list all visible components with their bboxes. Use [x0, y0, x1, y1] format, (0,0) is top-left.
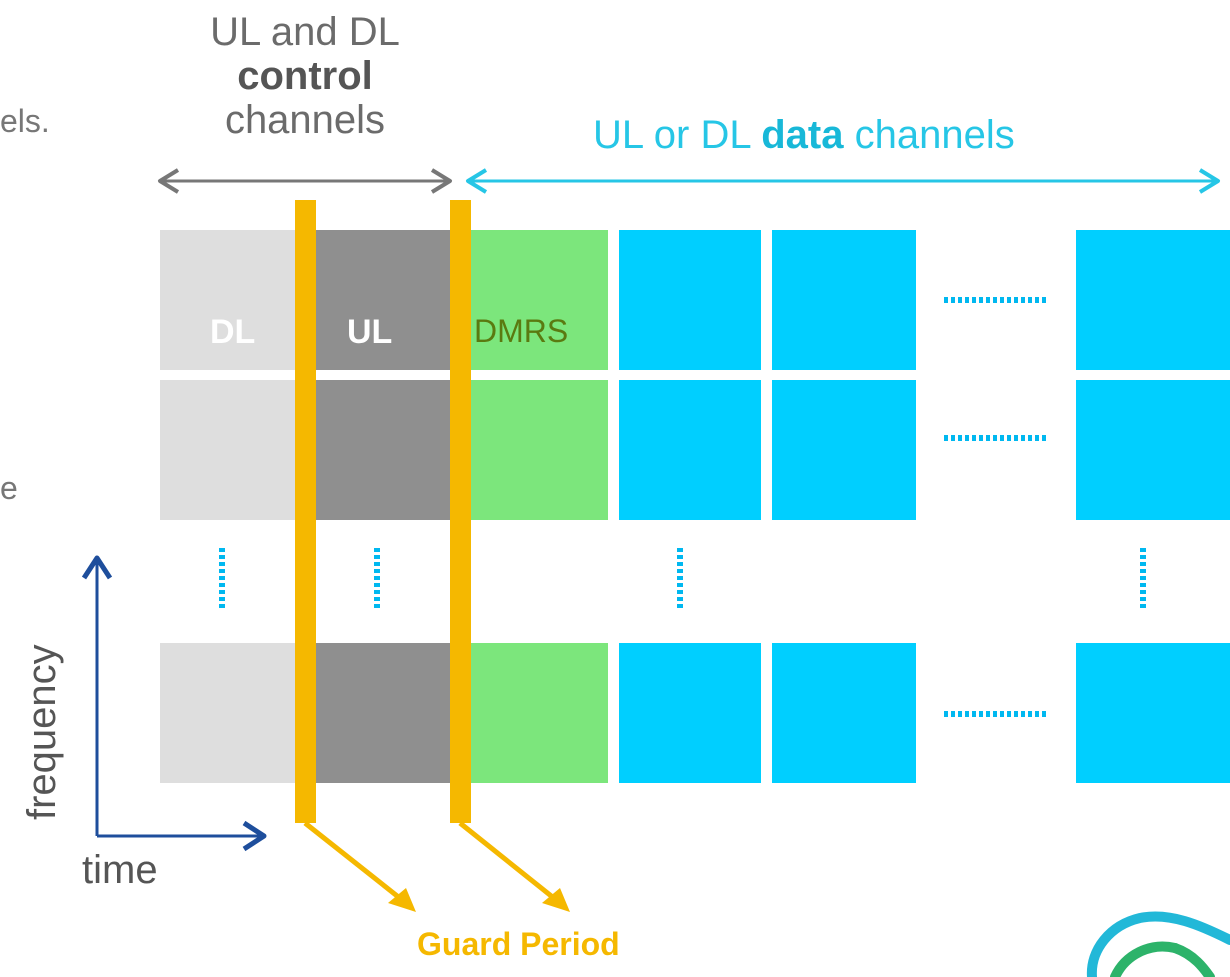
dmrs-cell: [466, 230, 608, 370]
guard-bar-2: [450, 200, 471, 823]
cut-text-mid: e: [0, 470, 18, 506]
data-header-bold: data: [761, 113, 844, 157]
dmrs-cell: [466, 380, 608, 520]
control-header-line1: UL and DL: [210, 10, 400, 54]
guard-bar-1: [295, 200, 316, 823]
dl-cell: [160, 643, 310, 783]
control-header-line2: control: [237, 54, 373, 98]
dl-cell: [160, 230, 310, 370]
dl-label: DL: [210, 313, 256, 351]
dmrs-cell: [466, 643, 608, 783]
guard-pointer-arrows: [303, 821, 570, 912]
data-cell: [619, 230, 761, 370]
ul-label: UL: [347, 313, 393, 351]
data-cell: [772, 380, 916, 520]
data-channels-header: UL or DL data channels: [593, 113, 1015, 157]
control-span-arrow: [158, 168, 452, 194]
control-header-line3: channels: [224, 98, 386, 142]
data-cell: [619, 380, 761, 520]
data-header-prefix: UL or DL: [593, 113, 751, 157]
data-header-suffix: channels: [854, 113, 1015, 157]
data-cell: [772, 230, 916, 370]
ul-cell: [310, 230, 460, 370]
ul-cell: [310, 643, 460, 783]
time-axis-label: time: [82, 848, 158, 892]
guard-period-label: Guard Period: [417, 926, 620, 962]
dmrs-label: DMRS: [474, 313, 569, 349]
vertical-ellipsis: [219, 548, 1146, 608]
dl-cell: [160, 380, 310, 520]
data-span-arrow: [466, 168, 1220, 194]
data-cell: [772, 643, 916, 783]
horizontal-ellipsis: [944, 297, 1048, 717]
data-cell: [1076, 643, 1230, 783]
cut-text-top: els.: [0, 103, 50, 139]
data-cell: [1076, 230, 1230, 370]
axes-arrows: [81, 555, 267, 852]
logo-icon: [1086, 911, 1230, 977]
data-cell: [1076, 380, 1230, 520]
control-channels-header: UL and DL control channels: [160, 10, 450, 142]
ul-cell: [310, 380, 460, 520]
data-cell: [619, 643, 761, 783]
